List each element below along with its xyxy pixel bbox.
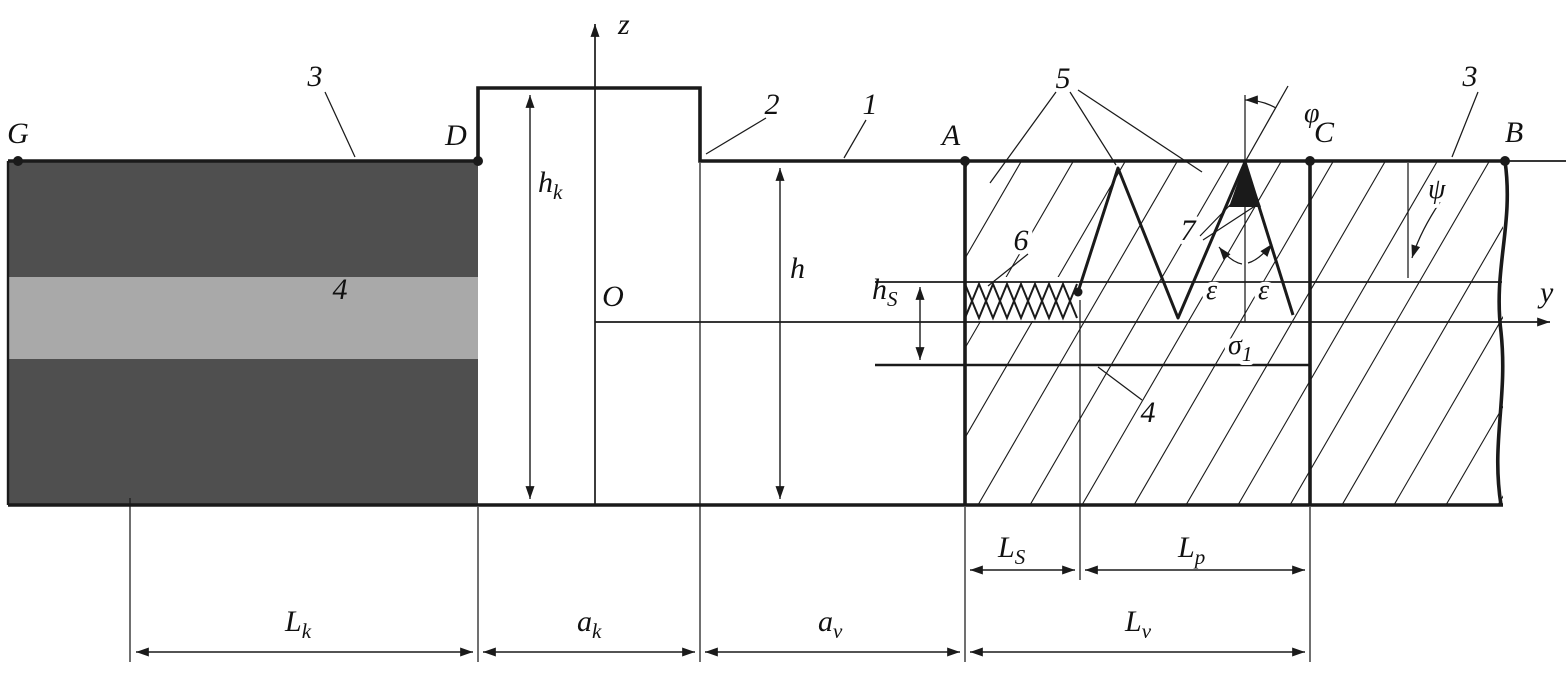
leader-5c (1077, 89, 1203, 173)
reference-lines (129, 85, 1566, 662)
y-axis-label: y (1537, 276, 1554, 309)
dim-lk-label: Lk (284, 605, 312, 643)
callout-7: 7 (1181, 214, 1198, 247)
dot-a (960, 156, 970, 166)
eps-left-arc (1218, 246, 1243, 265)
eps-right-label: ε (1258, 275, 1269, 306)
dot-b (1500, 156, 1510, 166)
leader-3-left (324, 91, 356, 158)
callout-3-left: 3 (307, 60, 323, 93)
leader-1 (843, 119, 867, 159)
leader-7b (1202, 205, 1256, 241)
phi-label: φ (1304, 98, 1320, 129)
hatch-line (1393, 315, 1503, 504)
callout-2: 2 (765, 88, 780, 121)
dot-c (1305, 156, 1315, 166)
light-band-layer (8, 277, 478, 359)
point-a-label: A (940, 119, 961, 152)
hatch-line (966, 161, 971, 168)
zigzag-profile (1076, 160, 1295, 320)
callout-3-right: 3 (1462, 60, 1478, 93)
dimension-lines (135, 95, 1306, 657)
callout-4-band: 4 (333, 273, 348, 306)
leader-3-right (1451, 91, 1479, 158)
z-axis-label: z (617, 8, 630, 41)
leader-lines (324, 89, 1479, 401)
leader-4-lower (1097, 366, 1143, 401)
hatch-line (1185, 161, 1387, 504)
leader-7a (1199, 203, 1232, 237)
hatch-line (1289, 161, 1491, 504)
callout-5: 5 (1056, 62, 1071, 95)
callout-1: 1 (863, 88, 878, 121)
leader-5a (989, 91, 1057, 184)
spring-wave-a (964, 281, 1078, 321)
origin-label: O (602, 280, 624, 313)
hatch-line (1133, 161, 1335, 504)
filled-wedge (1229, 162, 1261, 207)
dim-ak-label: ak (577, 605, 602, 643)
point-g-label: G (7, 117, 29, 150)
hatch-line (966, 161, 1127, 438)
sigma1-label: σ1 (1228, 330, 1252, 366)
hatch-line (1341, 226, 1503, 504)
spring-wave-b (964, 281, 1078, 321)
dim-lv-label: Lv (1124, 605, 1152, 643)
crack-profile (964, 160, 1295, 321)
hatch-line (966, 161, 1075, 348)
hatch-line (1445, 405, 1503, 504)
dim-ls-label: LS (997, 531, 1026, 569)
dim-av-label: av (818, 605, 843, 643)
dim-hk-label: hk (538, 166, 563, 204)
material-left-section (6, 161, 478, 505)
phi-arc (1244, 95, 1277, 109)
profile-start-dot (1073, 287, 1083, 297)
hatch-line (1029, 161, 1231, 504)
point-d-label: D (444, 119, 467, 152)
break-edge-b (1495, 160, 1510, 506)
leader-6 (987, 253, 1029, 287)
hatch-line (1081, 161, 1283, 504)
dim-hs-label: hS (872, 273, 898, 311)
top-profile-line (8, 86, 1505, 163)
labels: z y O G D A C B 3 2 1 5 6 7 3 4 4 φ ψ ε … (7, 8, 1554, 643)
callout-6: 6 (1014, 224, 1029, 257)
hatch-line (977, 161, 1179, 504)
dark-layer-upper (8, 161, 478, 277)
dark-layer-lower (8, 359, 478, 505)
leader-5b (1069, 91, 1117, 166)
dim-h-label: h (790, 252, 805, 285)
hatched-section (966, 161, 1503, 504)
hatch-line (966, 161, 1023, 258)
callout-4-lower: 4 (1141, 396, 1156, 429)
point-b-label: B (1505, 116, 1523, 149)
outline (8, 86, 1510, 507)
spring-element (964, 281, 1078, 321)
psi-arc (1411, 201, 1441, 259)
dot-g (13, 156, 23, 166)
eps-right-arc (1247, 243, 1273, 264)
eps-left-label: ε (1206, 275, 1217, 306)
leader-2 (705, 117, 767, 155)
point-c-label: C (1314, 116, 1335, 149)
point-dots (13, 156, 1510, 166)
angle-marks (1218, 95, 1441, 265)
hatch-lines (966, 161, 1503, 504)
phi-slant-ref (1244, 85, 1289, 163)
psi-label: ψ (1428, 174, 1446, 205)
axes (590, 24, 1551, 505)
dim-lp-label: Lp (1177, 531, 1205, 569)
dot-d (473, 156, 483, 166)
hatch-line (1237, 161, 1439, 504)
